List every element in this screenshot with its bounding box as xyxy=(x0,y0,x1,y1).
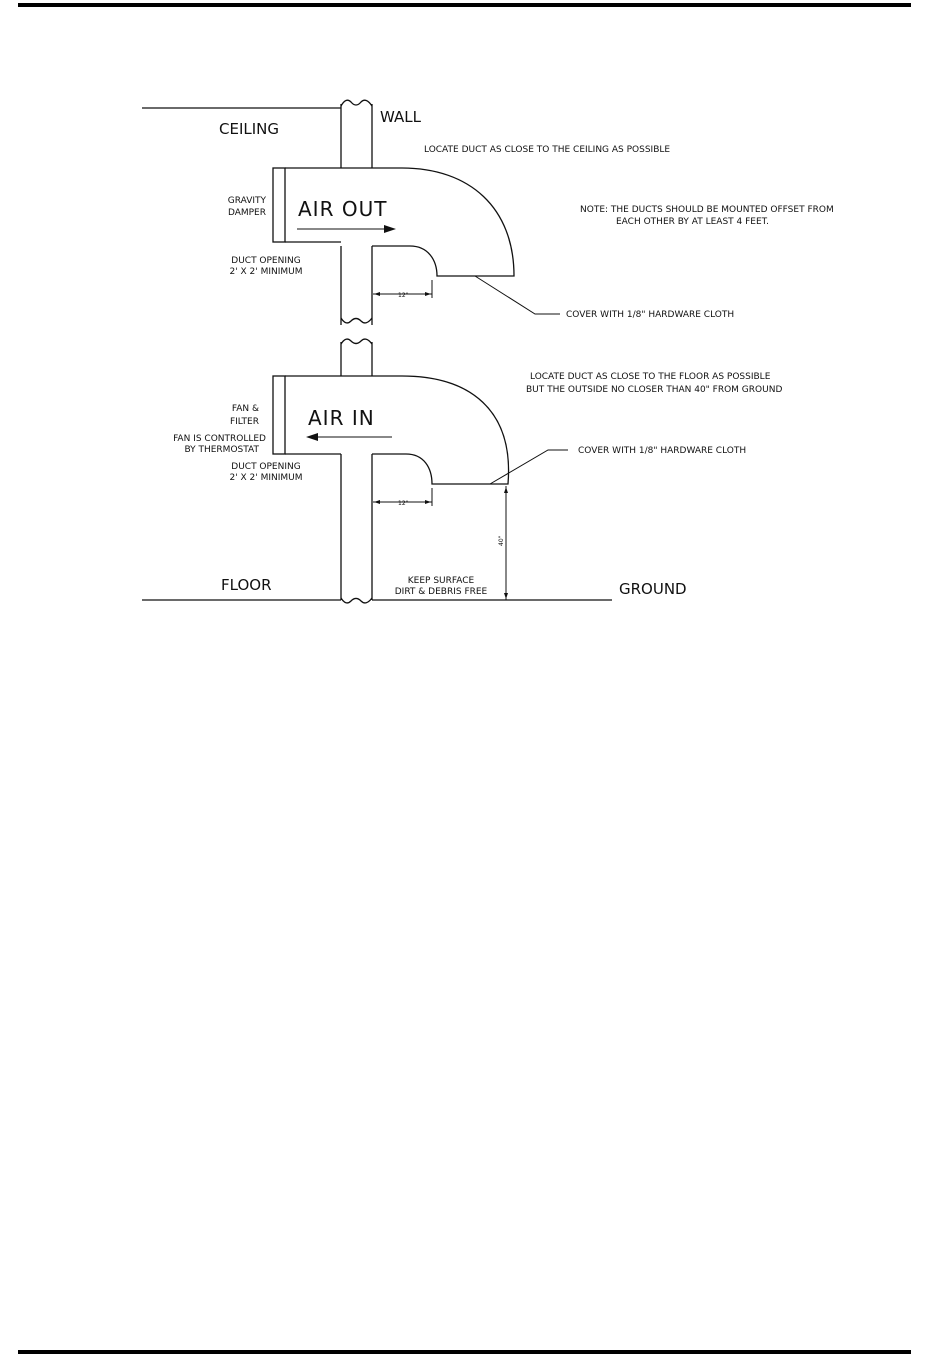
gravity-damper-plate xyxy=(272,167,286,243)
locate-ceiling-note: LOCATE DUCT AS CLOSE TO THE CEILING AS P… xyxy=(424,145,670,155)
floor-label: FLOOR xyxy=(221,576,272,594)
dimension-40 xyxy=(504,486,508,600)
air-out-arrow-head xyxy=(384,225,396,233)
dimension-12-lower xyxy=(373,488,433,506)
bottom-rule xyxy=(18,1350,911,1354)
fan-filter-label-line2: FILTER xyxy=(230,417,259,427)
air-in-label: AIR IN xyxy=(308,406,375,430)
ceiling-label: CEILING xyxy=(219,120,279,138)
wall-lower-segment xyxy=(340,338,373,604)
air-in-arrow-head xyxy=(306,433,318,441)
top-rule xyxy=(18,3,911,7)
dim-12-bottom-label: 12" xyxy=(398,500,409,507)
cover-top-label: COVER WITH 1/8" HARDWARE CLOTH xyxy=(566,310,734,320)
duct-opening-top-line2: 2' X 2' MINIMUM xyxy=(229,267,302,277)
gravity-damper-label-line2: DAMPER xyxy=(228,208,266,218)
duct-opening-top-line1: DUCT OPENING xyxy=(231,256,300,266)
keep-surface-line1: KEEP SURFACE xyxy=(408,576,475,586)
dim-12-top-label: 12" xyxy=(398,292,409,299)
leader-cover-top xyxy=(474,275,560,315)
upper-duct xyxy=(272,167,515,277)
ground-label: GROUND xyxy=(619,580,687,598)
duct-opening-bottom-line1: DUCT OPENING xyxy=(231,462,300,472)
leader-cover-bottom xyxy=(489,449,568,485)
keep-surface-line2: DIRT & DEBRIS FREE xyxy=(395,587,488,597)
locate-floor-note-line2: BUT THE OUTSIDE NO CLOSER THAN 40" FROM … xyxy=(526,385,782,395)
duct-opening-bottom-line2: 2' X 2' MINIMUM xyxy=(229,473,302,483)
gravity-damper-label-line1: GRAVITY xyxy=(228,196,267,206)
air-out-label: AIR OUT xyxy=(298,197,387,221)
dimension-12-upper xyxy=(373,280,433,298)
wall-upper-segment xyxy=(340,99,373,325)
wall-label: WALL xyxy=(380,108,422,126)
fan-control-label-line1: FAN IS CONTROLLED xyxy=(173,434,266,444)
dim-40-label: 40" xyxy=(498,535,505,546)
lower-duct xyxy=(272,375,510,485)
cover-bottom-label: COVER WITH 1/8" HARDWARE CLOTH xyxy=(578,446,746,456)
fan-filter-plate xyxy=(272,375,286,455)
offset-note-line2: EACH OTHER BY AT LEAST 4 FEET. xyxy=(616,217,769,227)
fan-filter-label-line1: FAN & xyxy=(232,404,259,414)
fan-control-label-line2: BY THERMOSTAT xyxy=(184,445,259,455)
locate-floor-note-line1: LOCATE DUCT AS CLOSE TO THE FLOOR AS POS… xyxy=(530,372,771,382)
offset-note-line1: NOTE: THE DUCTS SHOULD BE MOUNTED OFFSET… xyxy=(580,205,834,215)
